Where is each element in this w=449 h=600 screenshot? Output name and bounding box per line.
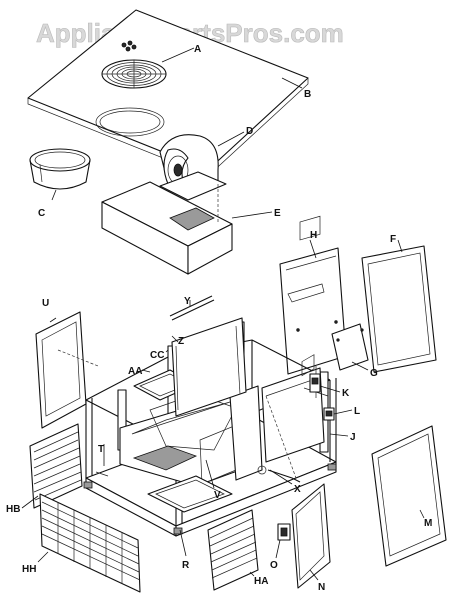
part-grille-hb — [29, 423, 83, 509]
part-cover-plate — [331, 323, 369, 371]
label-m: M — [424, 518, 432, 529]
label-cc: CC — [150, 350, 164, 361]
label-r: R — [182, 560, 190, 571]
leader-lines — [21, 47, 425, 581]
label-hh: HH — [22, 564, 36, 575]
label-o: O — [270, 560, 278, 571]
part-access-panel — [291, 354, 331, 589]
label-v: V — [214, 490, 221, 501]
label-l: L — [354, 406, 360, 417]
part-side-panel — [361, 245, 437, 373]
part-switch — [309, 373, 321, 393]
label-k: K — [342, 388, 350, 399]
part-grille-ha — [207, 509, 259, 591]
label-hb: HB — [6, 504, 20, 515]
label-j: J — [350, 432, 356, 443]
label-c: C — [38, 208, 45, 219]
part-blower — [159, 134, 227, 201]
label-z: Z — [178, 336, 184, 347]
label-aa: AA — [128, 366, 142, 377]
part-cabinet-frame — [83, 317, 337, 537]
part-labels: A B C D E F G H J K L M N O R T U V X Y … — [6, 44, 432, 593]
label-ha: HA — [254, 576, 268, 587]
part-blower-shroud — [101, 181, 233, 275]
label-n: N — [318, 582, 325, 593]
label-t: T — [98, 444, 104, 455]
part-bracket-l — [323, 407, 335, 421]
label-e: E — [274, 208, 281, 219]
label-g: G — [370, 368, 378, 379]
part-grille-hh — [39, 493, 141, 593]
part-rod — [169, 295, 215, 321]
label-b: B — [304, 89, 311, 100]
part-right-door — [371, 425, 447, 567]
label-d: D — [246, 126, 253, 137]
part-left-panel — [35, 311, 99, 429]
part-gasket-ring — [29, 148, 91, 190]
part-fan-guard — [101, 59, 167, 89]
part-screws — [121, 40, 137, 52]
label-h: H — [310, 230, 317, 241]
part-knob — [277, 523, 291, 541]
label-a: A — [194, 44, 201, 55]
label-f: F — [390, 234, 396, 245]
label-y: Y — [184, 296, 191, 307]
label-x: X — [294, 484, 301, 495]
label-u: U — [42, 298, 49, 309]
